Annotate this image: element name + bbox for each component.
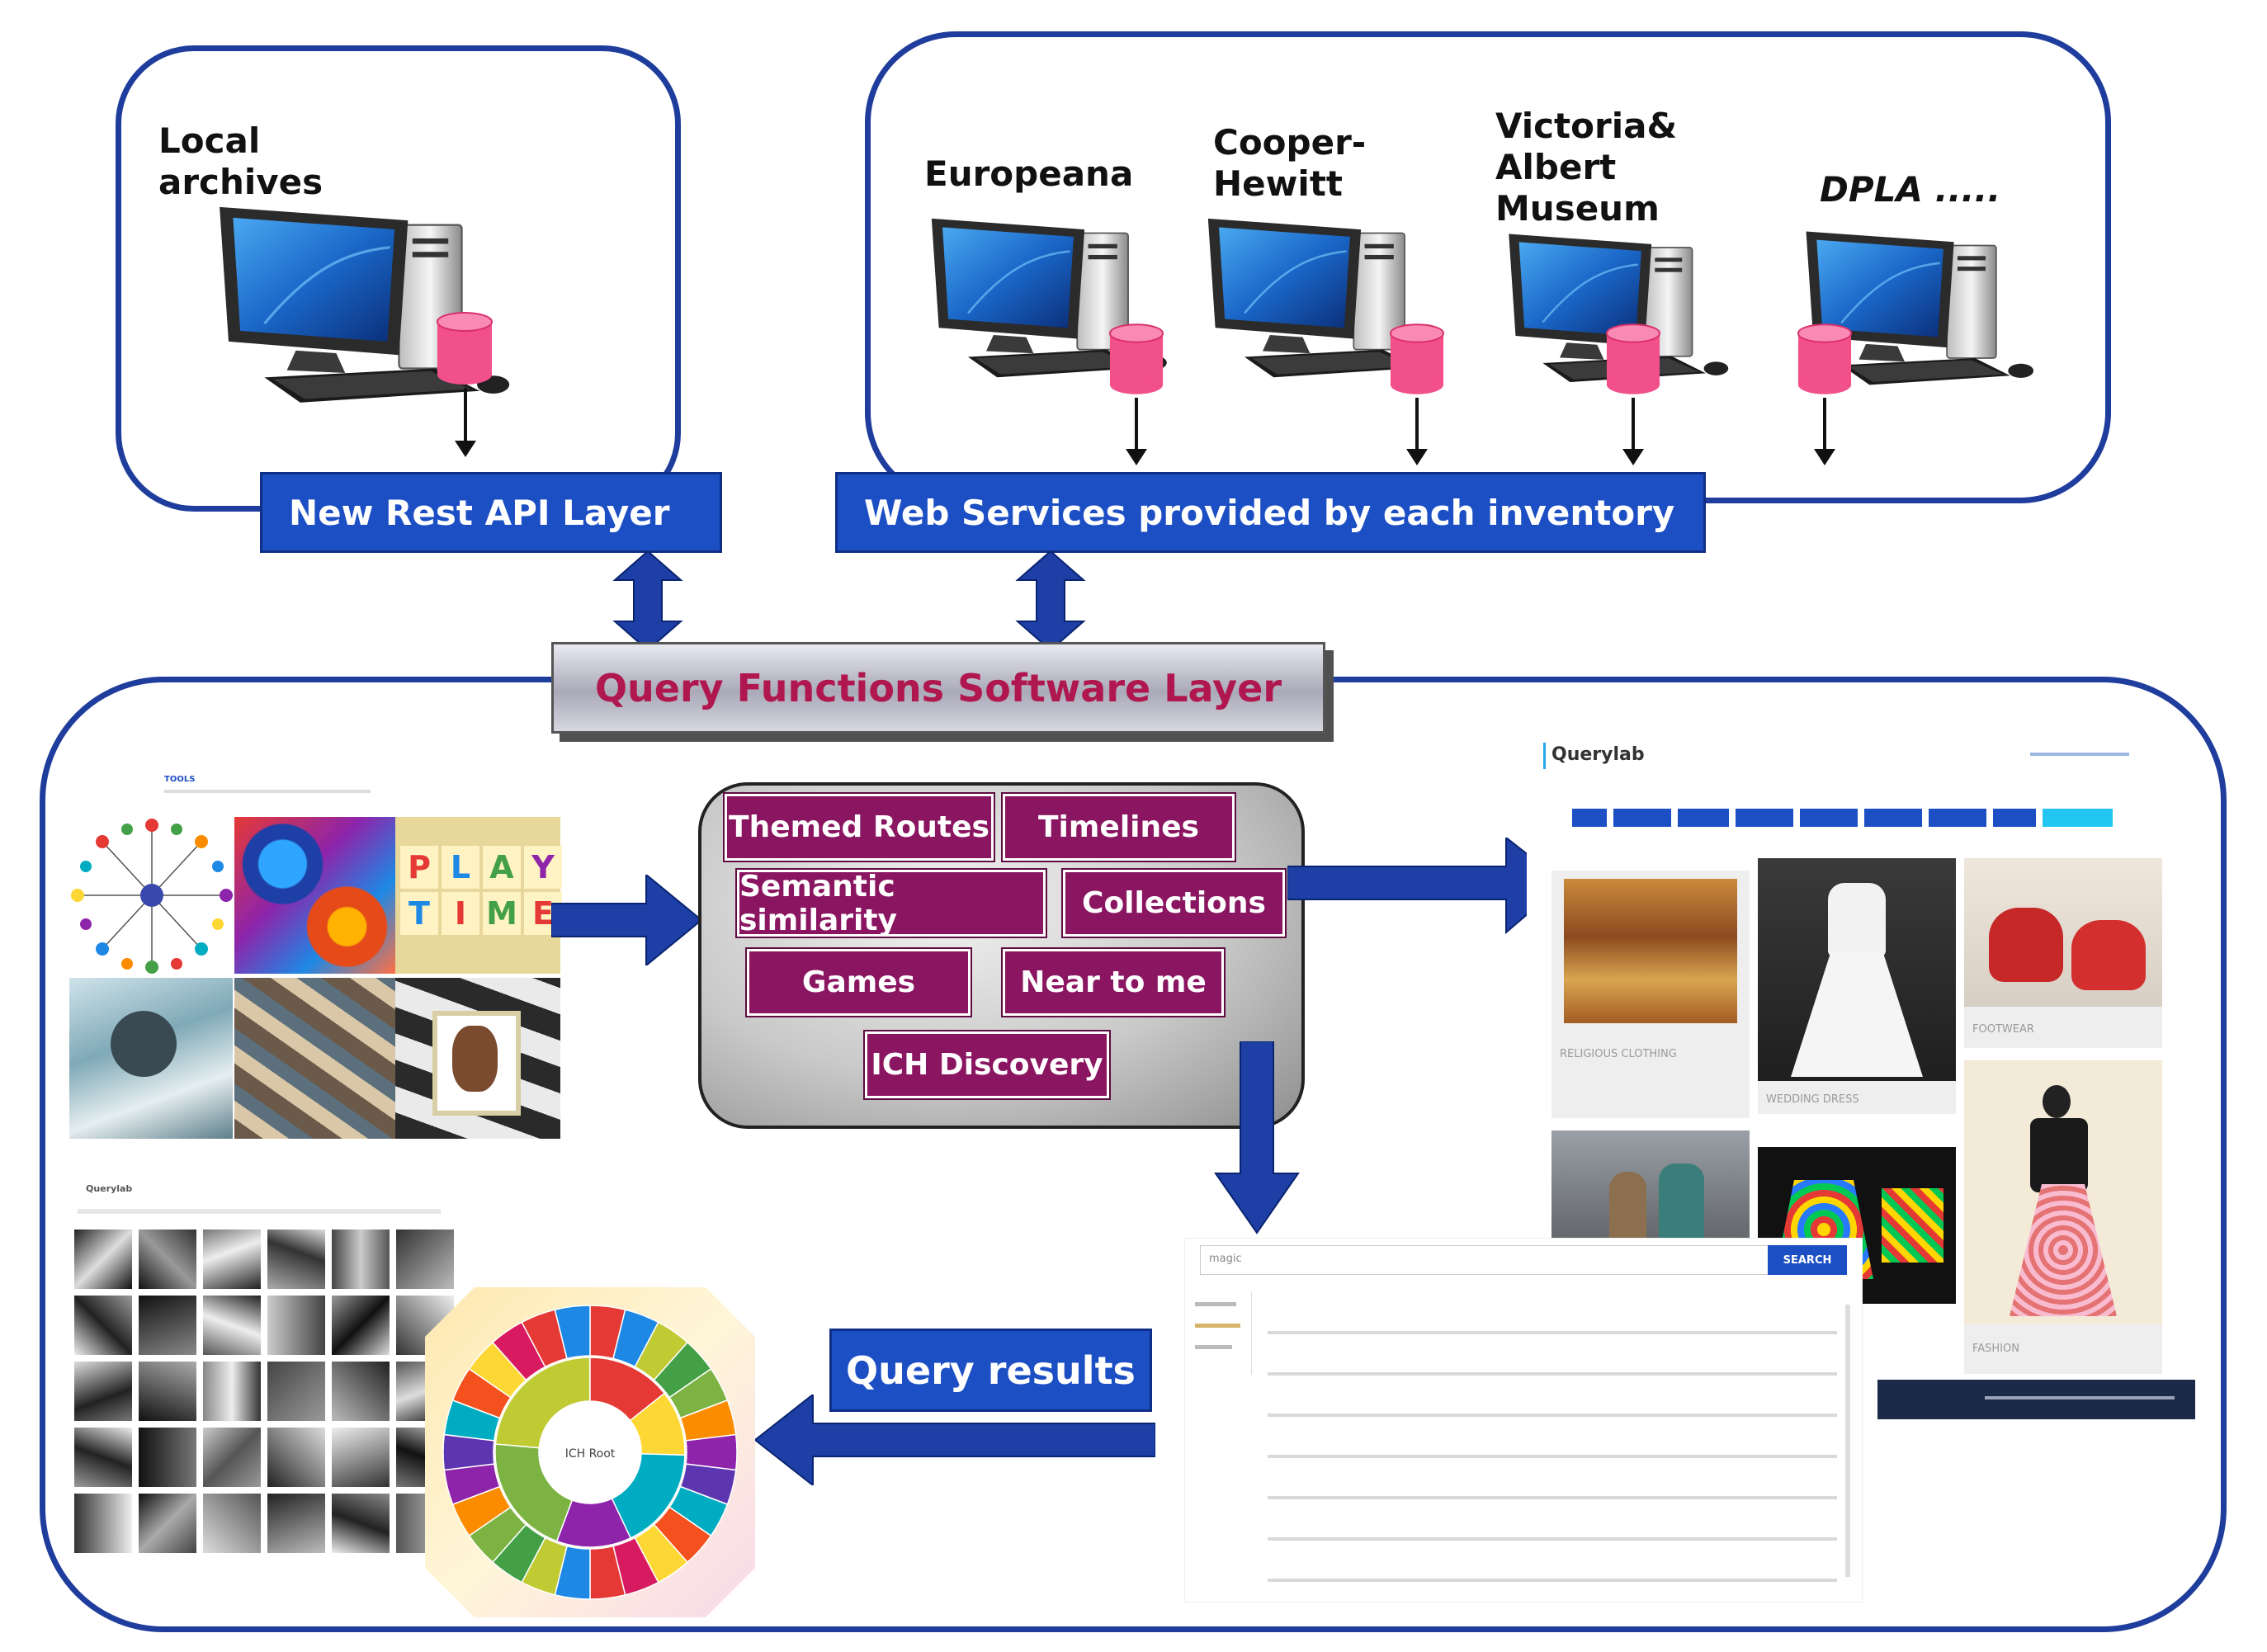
web-services-layer: Web Services provided by each inventory: [835, 472, 1706, 553]
querylab-brand-small: Querylab: [86, 1183, 133, 1194]
query-results-label: Query results: [829, 1329, 1152, 1412]
footer-bar: [1877, 1380, 2195, 1419]
europeana-database-icon: [1108, 323, 1164, 396]
querylab-brand: Querylab: [1551, 744, 1645, 765]
down-arrow-icon: [1214, 1041, 1300, 1234]
collections-button[interactable]: Collections: [1063, 870, 1285, 937]
search-results-screenshot: magic SEARCH: [1184, 1238, 1863, 1602]
search-input[interactable]: magic: [1200, 1245, 1769, 1275]
ich-discovery-button[interactable]: ICH Discovery: [865, 1031, 1109, 1098]
cooper-hewitt-database-icon: [1389, 323, 1445, 396]
category-filter-bar: [1572, 809, 2113, 827]
web-double-arrow-icon: [1015, 551, 1086, 650]
photo-collage-thumbnail: [234, 978, 395, 1139]
europeana-db-arrow: [1126, 398, 1147, 465]
filter-chip[interactable]: [1800, 809, 1858, 827]
play-letter: Y: [524, 846, 562, 889]
games-button[interactable]: Games: [747, 949, 971, 1016]
rest-api-layer: New Rest API Layer: [260, 472, 722, 553]
photo-grid-screenshot: Querylab: [69, 1180, 457, 1568]
filter-chip[interactable]: [1993, 809, 2036, 827]
cooper-hewitt-db-arrow: [1406, 398, 1428, 465]
play-letter: M: [483, 892, 521, 935]
rest-double-arrow-icon: [612, 551, 683, 650]
sunburst-chart-screenshot: ICH Root: [425, 1287, 755, 1617]
gallery-card[interactable]: FOOTWEAR: [1964, 858, 2162, 1048]
dpla-label: DPLA .....: [1820, 169, 2001, 210]
play-time-thumbnail: P L A Y T I M E: [395, 817, 562, 974]
europeana-label: Europeana: [924, 153, 1134, 194]
timelines-button[interactable]: Timelines: [1003, 794, 1235, 861]
sunburst-rings: [442, 1305, 738, 1600]
local-db-arrow: [455, 388, 476, 457]
semantic-similarity-button[interactable]: Semantic similarity: [737, 870, 1046, 937]
tools-screenshot: TOOLS P L A Y T I M E: [69, 772, 564, 1143]
victoria-albert-database-icon: [1605, 323, 1661, 396]
filter-chip[interactable]: [1572, 809, 1607, 827]
filter-chip[interactable]: [1736, 809, 1793, 827]
filter-chip[interactable]: [1678, 809, 1729, 827]
right-arrow-icon: [551, 875, 703, 965]
tools-screen-title: TOOLS: [164, 775, 196, 784]
dpla-database-icon: [1797, 323, 1853, 396]
victoria-albert-label: Victoria& Albert Museum: [1495, 106, 1678, 229]
gallery-card[interactable]: FASHION: [1964, 1060, 2162, 1374]
play-letter: A: [483, 846, 521, 889]
child-blowing-thumbnail: [69, 978, 233, 1139]
filter-chip-active[interactable]: [2043, 809, 2113, 827]
results-side-tabs: [1185, 1292, 1252, 1375]
victoria-albert-db-arrow: [1622, 398, 1644, 465]
results-scrollbar[interactable]: [1845, 1305, 1850, 1577]
right-arrow-icon: [1287, 838, 1566, 935]
dpla-db-arrow: [1814, 398, 1835, 465]
left-arrow-icon: [753, 1395, 1155, 1485]
filter-chip[interactable]: [1864, 809, 1922, 827]
local-database-icon: [436, 312, 494, 386]
themed-routes-button[interactable]: Themed Routes: [725, 794, 994, 861]
play-letter: P: [400, 846, 438, 889]
gallery-card[interactable]: WEDDING DRESS: [1758, 858, 1956, 1114]
play-letter: T: [400, 892, 438, 935]
play-letter: L: [442, 846, 479, 889]
local-archives-label: Local archives: [158, 120, 324, 202]
search-button[interactable]: SEARCH: [1768, 1245, 1847, 1275]
filter-chip[interactable]: [1613, 809, 1671, 827]
query-functions-layer: Query Functions Software Layer: [551, 642, 1325, 734]
gallery-card[interactable]: RELIGIOUS CLOTHING: [1551, 871, 1750, 1118]
filter-chip[interactable]: [1929, 809, 1986, 827]
portrait-cards-thumbnail: [395, 978, 560, 1139]
tree-graph-thumbnail: [69, 817, 234, 974]
cooper-hewitt-label: Cooper- Hewitt: [1213, 122, 1367, 204]
photo-grid: [74, 1230, 454, 1553]
near-to-me-button[interactable]: Near to me: [1003, 949, 1224, 1016]
sunburst-center-label: ICH Root: [565, 1447, 616, 1461]
play-letter: I: [442, 892, 479, 935]
results-list: [1268, 1313, 1837, 1593]
textile-thumbnail: [234, 817, 395, 974]
sunburst-segment: [554, 1305, 591, 1360]
